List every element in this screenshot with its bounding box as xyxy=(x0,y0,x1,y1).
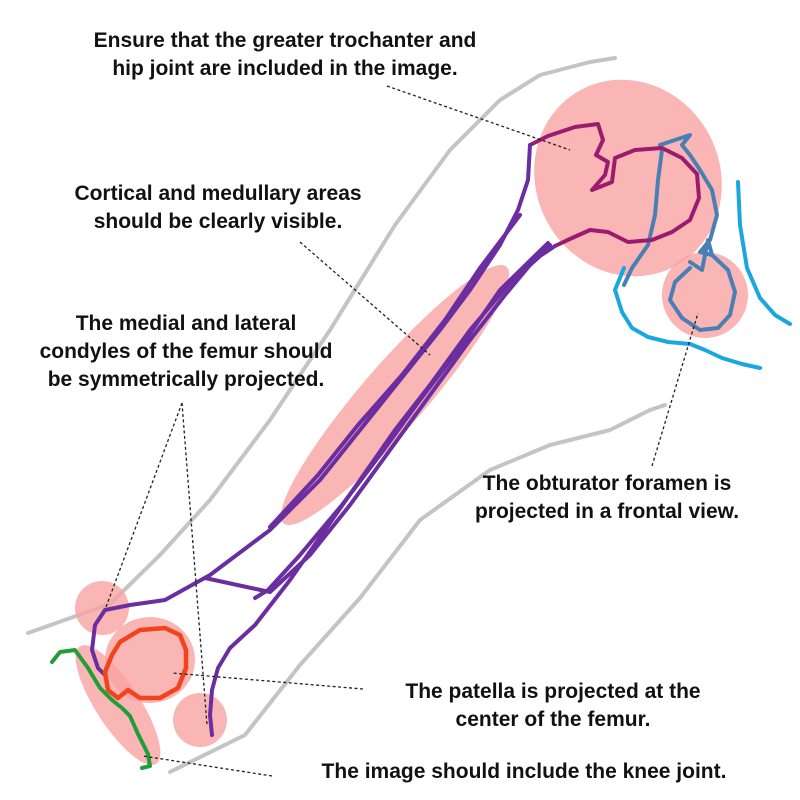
soft-tissue-lower-outline xyxy=(168,403,667,774)
medullary-canal-inner xyxy=(203,243,552,594)
cortical-annotation-line2: should be clearly visible. xyxy=(93,210,343,233)
leader-obturator xyxy=(651,312,699,467)
acetabulum-rim xyxy=(658,133,719,272)
patella-annotation-line2: center of the femur. xyxy=(455,708,651,731)
leader-knee xyxy=(142,755,273,777)
condyles-annotation-line2: condyles of the femur should xyxy=(39,340,333,363)
medullary-canal-lower xyxy=(253,241,550,600)
obturator-annotation: The obturator foramen is projected in a … xyxy=(430,470,784,526)
femoral-head xyxy=(528,122,701,248)
obturator-annotation-line1: The obturator foramen is xyxy=(482,472,732,495)
hip-annotation-line2: hip joint are included in the image. xyxy=(112,57,458,80)
knee-annotation: The image should include the knee joint. xyxy=(268,758,780,786)
patella-annotation-line1: The patella is projected at the xyxy=(405,680,701,703)
pelvis-wing-line xyxy=(736,180,792,326)
soft-tissue-outline xyxy=(26,56,667,774)
soft-tissue-upper-outline xyxy=(26,56,617,635)
medial-condyle-highlight xyxy=(173,693,227,747)
leader-cortical xyxy=(299,241,431,356)
patella-outline xyxy=(102,625,189,701)
pelvis-outer-contour xyxy=(613,180,792,370)
medullary-canal-upper xyxy=(268,213,522,529)
cortical-annotation-line1: Cortical and medullary areas xyxy=(74,182,362,205)
ischium-line xyxy=(622,148,664,287)
hip-annotation: Ensure that the greater trochanter and h… xyxy=(35,27,535,83)
cortical-annotation: Cortical and medullary areas should be c… xyxy=(30,180,406,236)
obturator-outline xyxy=(613,266,762,370)
leader-lines xyxy=(105,85,699,777)
hip-highlight xyxy=(534,79,722,277)
leader-hip xyxy=(386,85,571,151)
femur-shaft xyxy=(90,143,557,737)
lateral-condyle-highlight xyxy=(75,581,129,635)
leader-patella xyxy=(171,672,364,690)
acetabulum-contour xyxy=(622,133,737,332)
femur-medial-cortex xyxy=(208,244,557,737)
obturator-foramen-ring xyxy=(668,253,737,332)
obturator-annotation-line2: projected in a frontal view. xyxy=(474,500,740,523)
leader-condyle-medial xyxy=(181,402,208,726)
condyles-annotation-line3: be symmetrically projected. xyxy=(47,368,325,391)
femoral-head-outline xyxy=(528,122,701,248)
condyles-annotation-line1: The medial and lateral xyxy=(75,312,297,335)
hip-annotation-line1: Ensure that the greater trochanter and xyxy=(93,29,477,52)
condyles-annotation: The medial and lateral condyles of the f… xyxy=(0,310,372,394)
tibia-outline xyxy=(50,648,152,770)
patella-annotation: The patella is projected at the center o… xyxy=(360,678,746,734)
leader-condyle-lateral xyxy=(105,402,183,608)
knee-annotation-line1: The image should include the knee joint. xyxy=(321,760,727,783)
